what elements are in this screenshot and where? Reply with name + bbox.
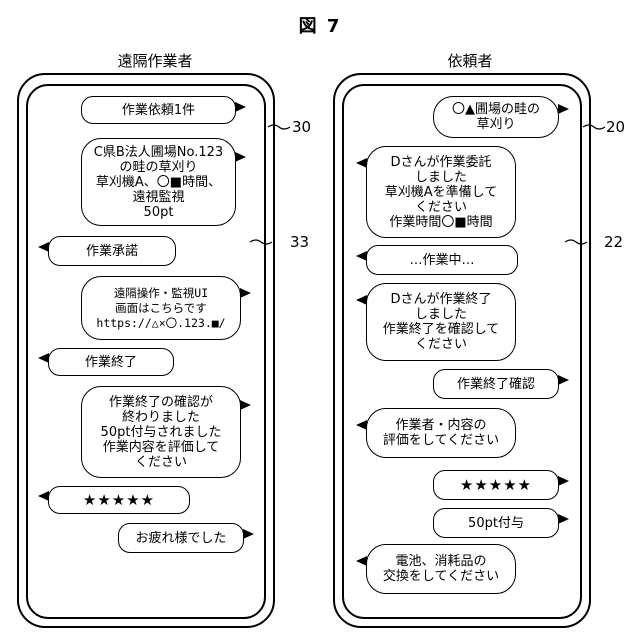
ref-requester-screen: 22 xyxy=(604,233,623,251)
ref-requester-device: 20 xyxy=(606,118,625,136)
ref-worker-screen: 33 xyxy=(290,233,309,251)
ref-worker-device: 30 xyxy=(292,118,311,136)
